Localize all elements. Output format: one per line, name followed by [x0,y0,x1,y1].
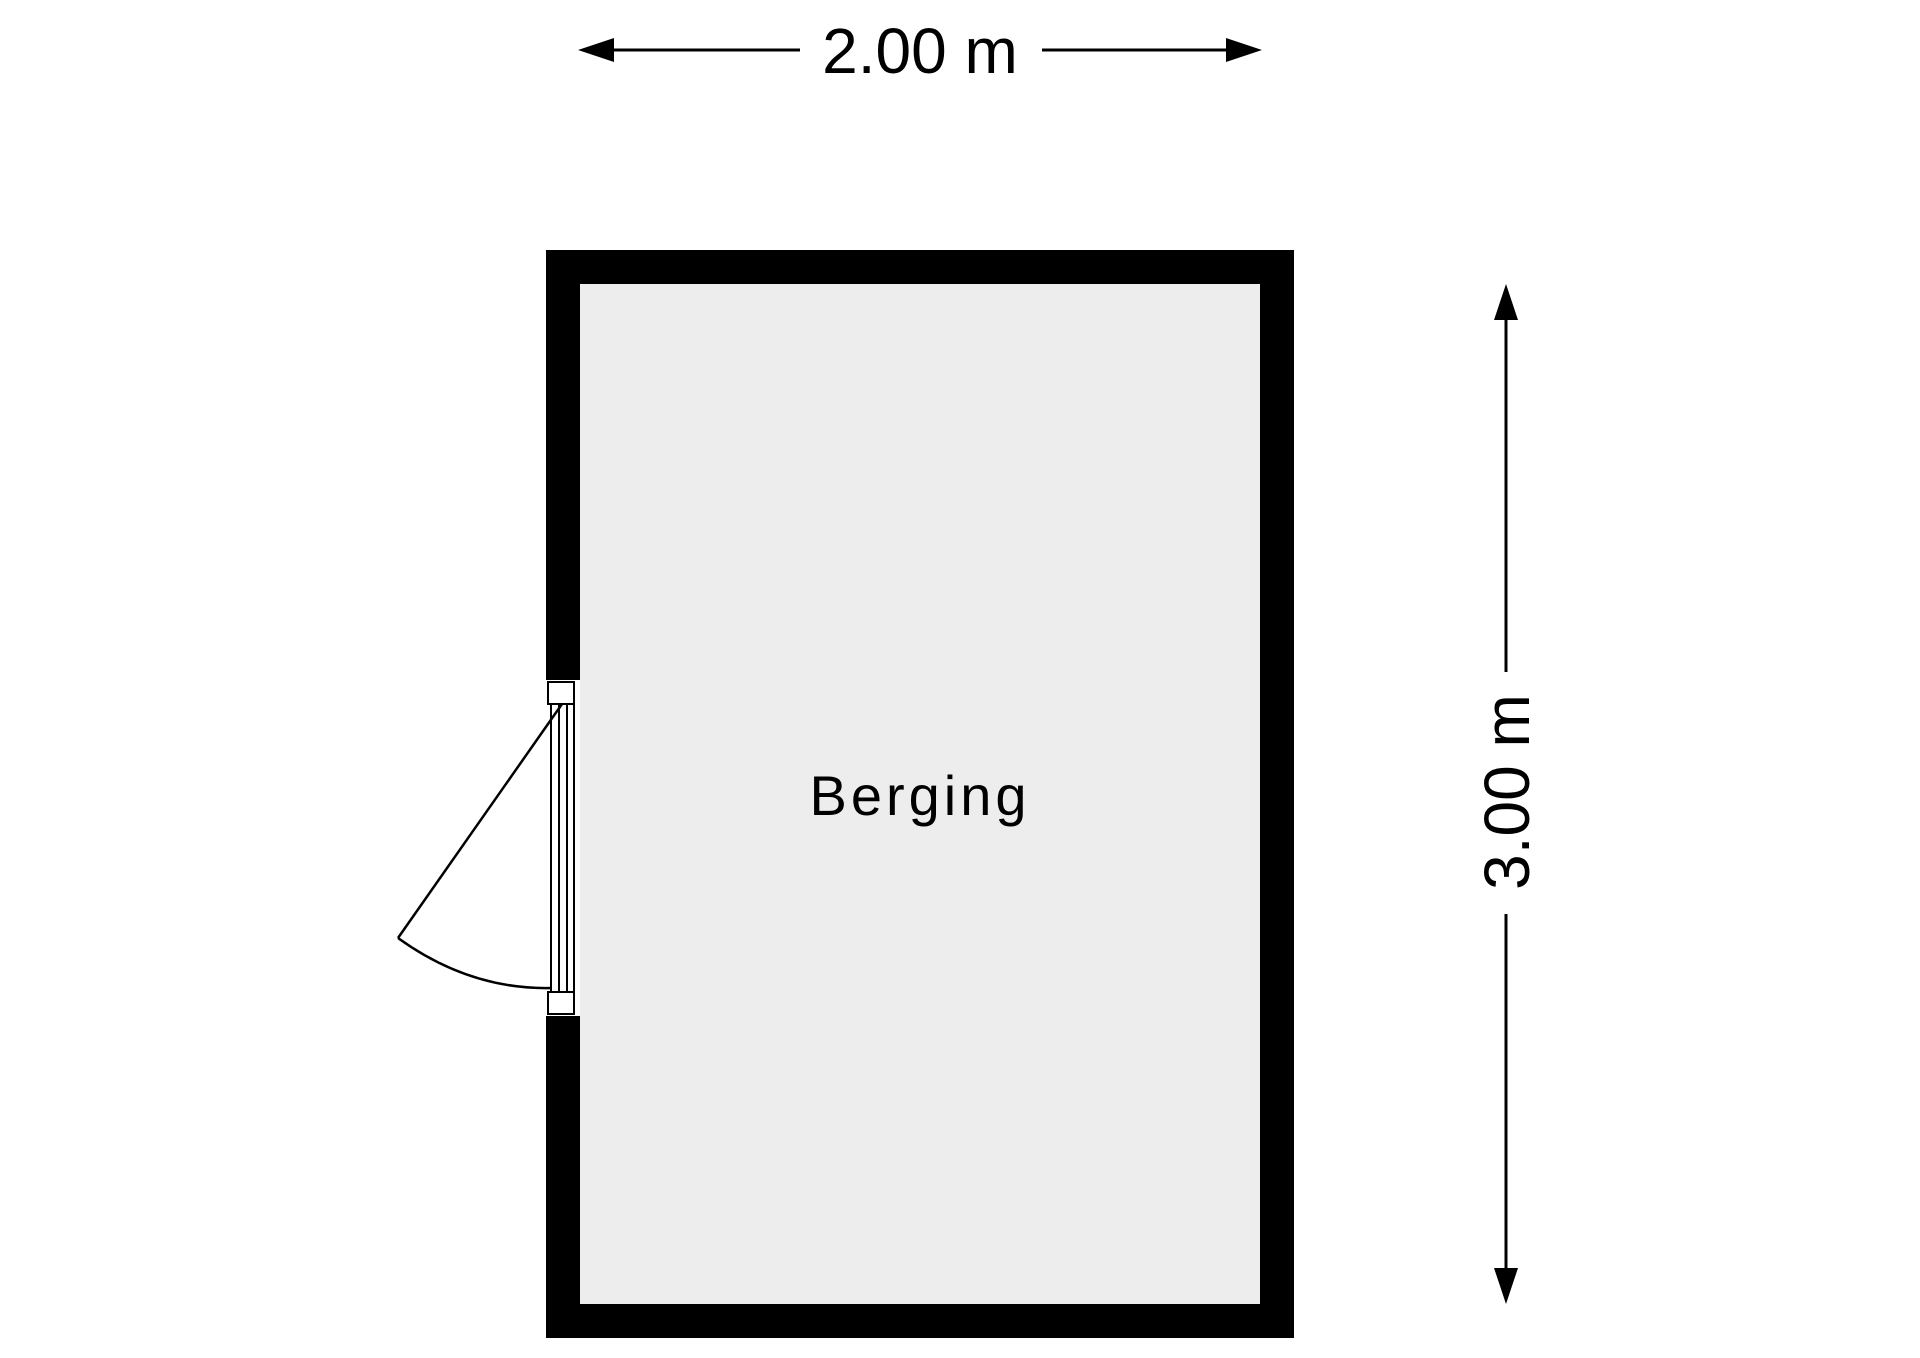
height-arrowhead-bottom [1494,1268,1518,1304]
room: Berging [546,250,1294,1338]
door-jamb-top [547,681,575,705]
door-jamb-bottom [547,991,575,1015]
height-dimension: 3.00 m [1471,284,1543,1304]
height-dimension-label: 3.00 m [1471,694,1543,890]
height-arrowhead-top [1494,284,1518,320]
room-floor [580,284,1260,1304]
room-label: Berging [809,764,1030,827]
width-arrowhead-left [578,38,614,62]
width-dimension: 2.00 m [578,15,1262,87]
door [396,680,580,1016]
width-arrowhead-right [1226,38,1262,62]
door-leaf [396,703,564,939]
width-dimension-label: 2.00 m [822,15,1018,87]
door-swing-arc [397,936,553,990]
